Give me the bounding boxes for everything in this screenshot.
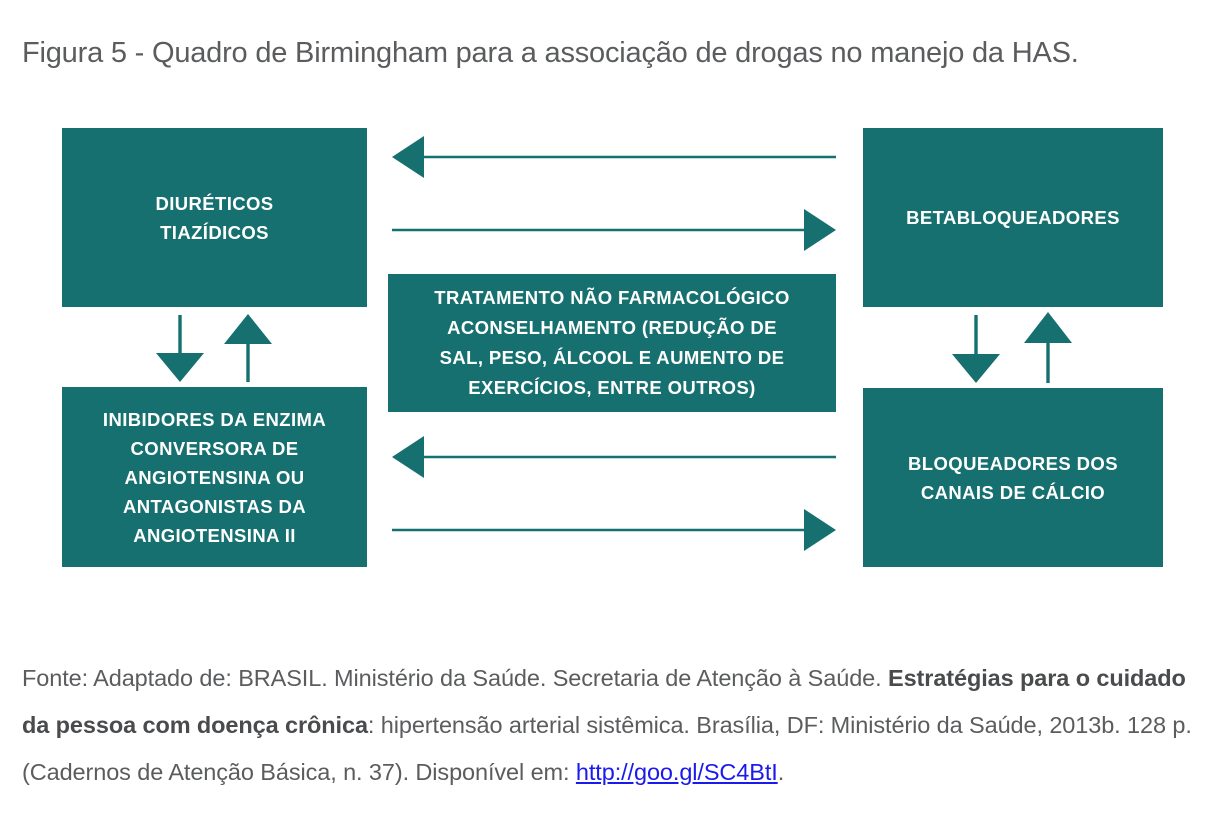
source-middle: : hipertensão arterial sistêmica. Brasíl… [22, 712, 1192, 785]
source-note: Fonte: Adaptado de: BRASIL. Ministério d… [22, 655, 1212, 796]
source-work-title: Estratégias para o cuidado da pessoa com… [22, 665, 1186, 738]
box-thiazide-diuretics: DIURÉTICOS TIAZÍDICOS [62, 128, 367, 307]
box-ace-inhibitors-label: INIBIDORES DA ENZIMA CONVERSORA DE ANGIO… [102, 408, 327, 546]
source-link[interactable]: http://goo.gl/SC4BtI [575, 759, 778, 785]
box-non-pharmacological-treatment: TRATAMENTO NÃO FARMACOLÓGICO ACONSELHAME… [388, 274, 836, 412]
box-thiazide-diuretics-label: DIURÉTICOS TIAZÍDICOS [155, 192, 274, 243]
arrow-diuretics-to-ace [156, 315, 204, 382]
box-beta-blockers: BETABLOQUEADORES [863, 128, 1163, 307]
arrow-ace-to-ccb [392, 509, 836, 551]
birmingham-diagram: DIURÉTICOS TIAZÍDICOS BETABLOQUEADORES I… [0, 110, 1231, 600]
box-calcium-channel-blockers-label: BLOQUEADORES DOS CANAIS DE CÁLCIO [908, 452, 1118, 503]
arrow-ace-to-diuretics [224, 314, 272, 382]
arrow-ccb-to-beta [1024, 312, 1072, 383]
box-non-pharmacological-treatment-label: TRATAMENTO NÃO FARMACOLÓGICO ACONSELHAME… [434, 287, 790, 398]
source-prefix: Fonte: Adaptado de: BRASIL. Ministério d… [22, 665, 888, 691]
arrow-diuretics-to-beta [392, 209, 836, 251]
box-ace-inhibitors: INIBIDORES DA ENZIMA CONVERSORA DE ANGIO… [62, 387, 367, 567]
source-suffix: . [777, 759, 785, 785]
page-title: Figura 5 - Quadro de Birmingham para a a… [22, 37, 1079, 69]
box-beta-blockers-label: BETABLOQUEADORES [906, 207, 1120, 228]
arrow-beta-to-ccb [952, 315, 1000, 383]
arrow-beta-to-diuretics [392, 136, 836, 178]
arrow-ccb-to-ace [392, 436, 836, 478]
box-calcium-channel-blockers: BLOQUEADORES DOS CANAIS DE CÁLCIO [863, 388, 1163, 567]
